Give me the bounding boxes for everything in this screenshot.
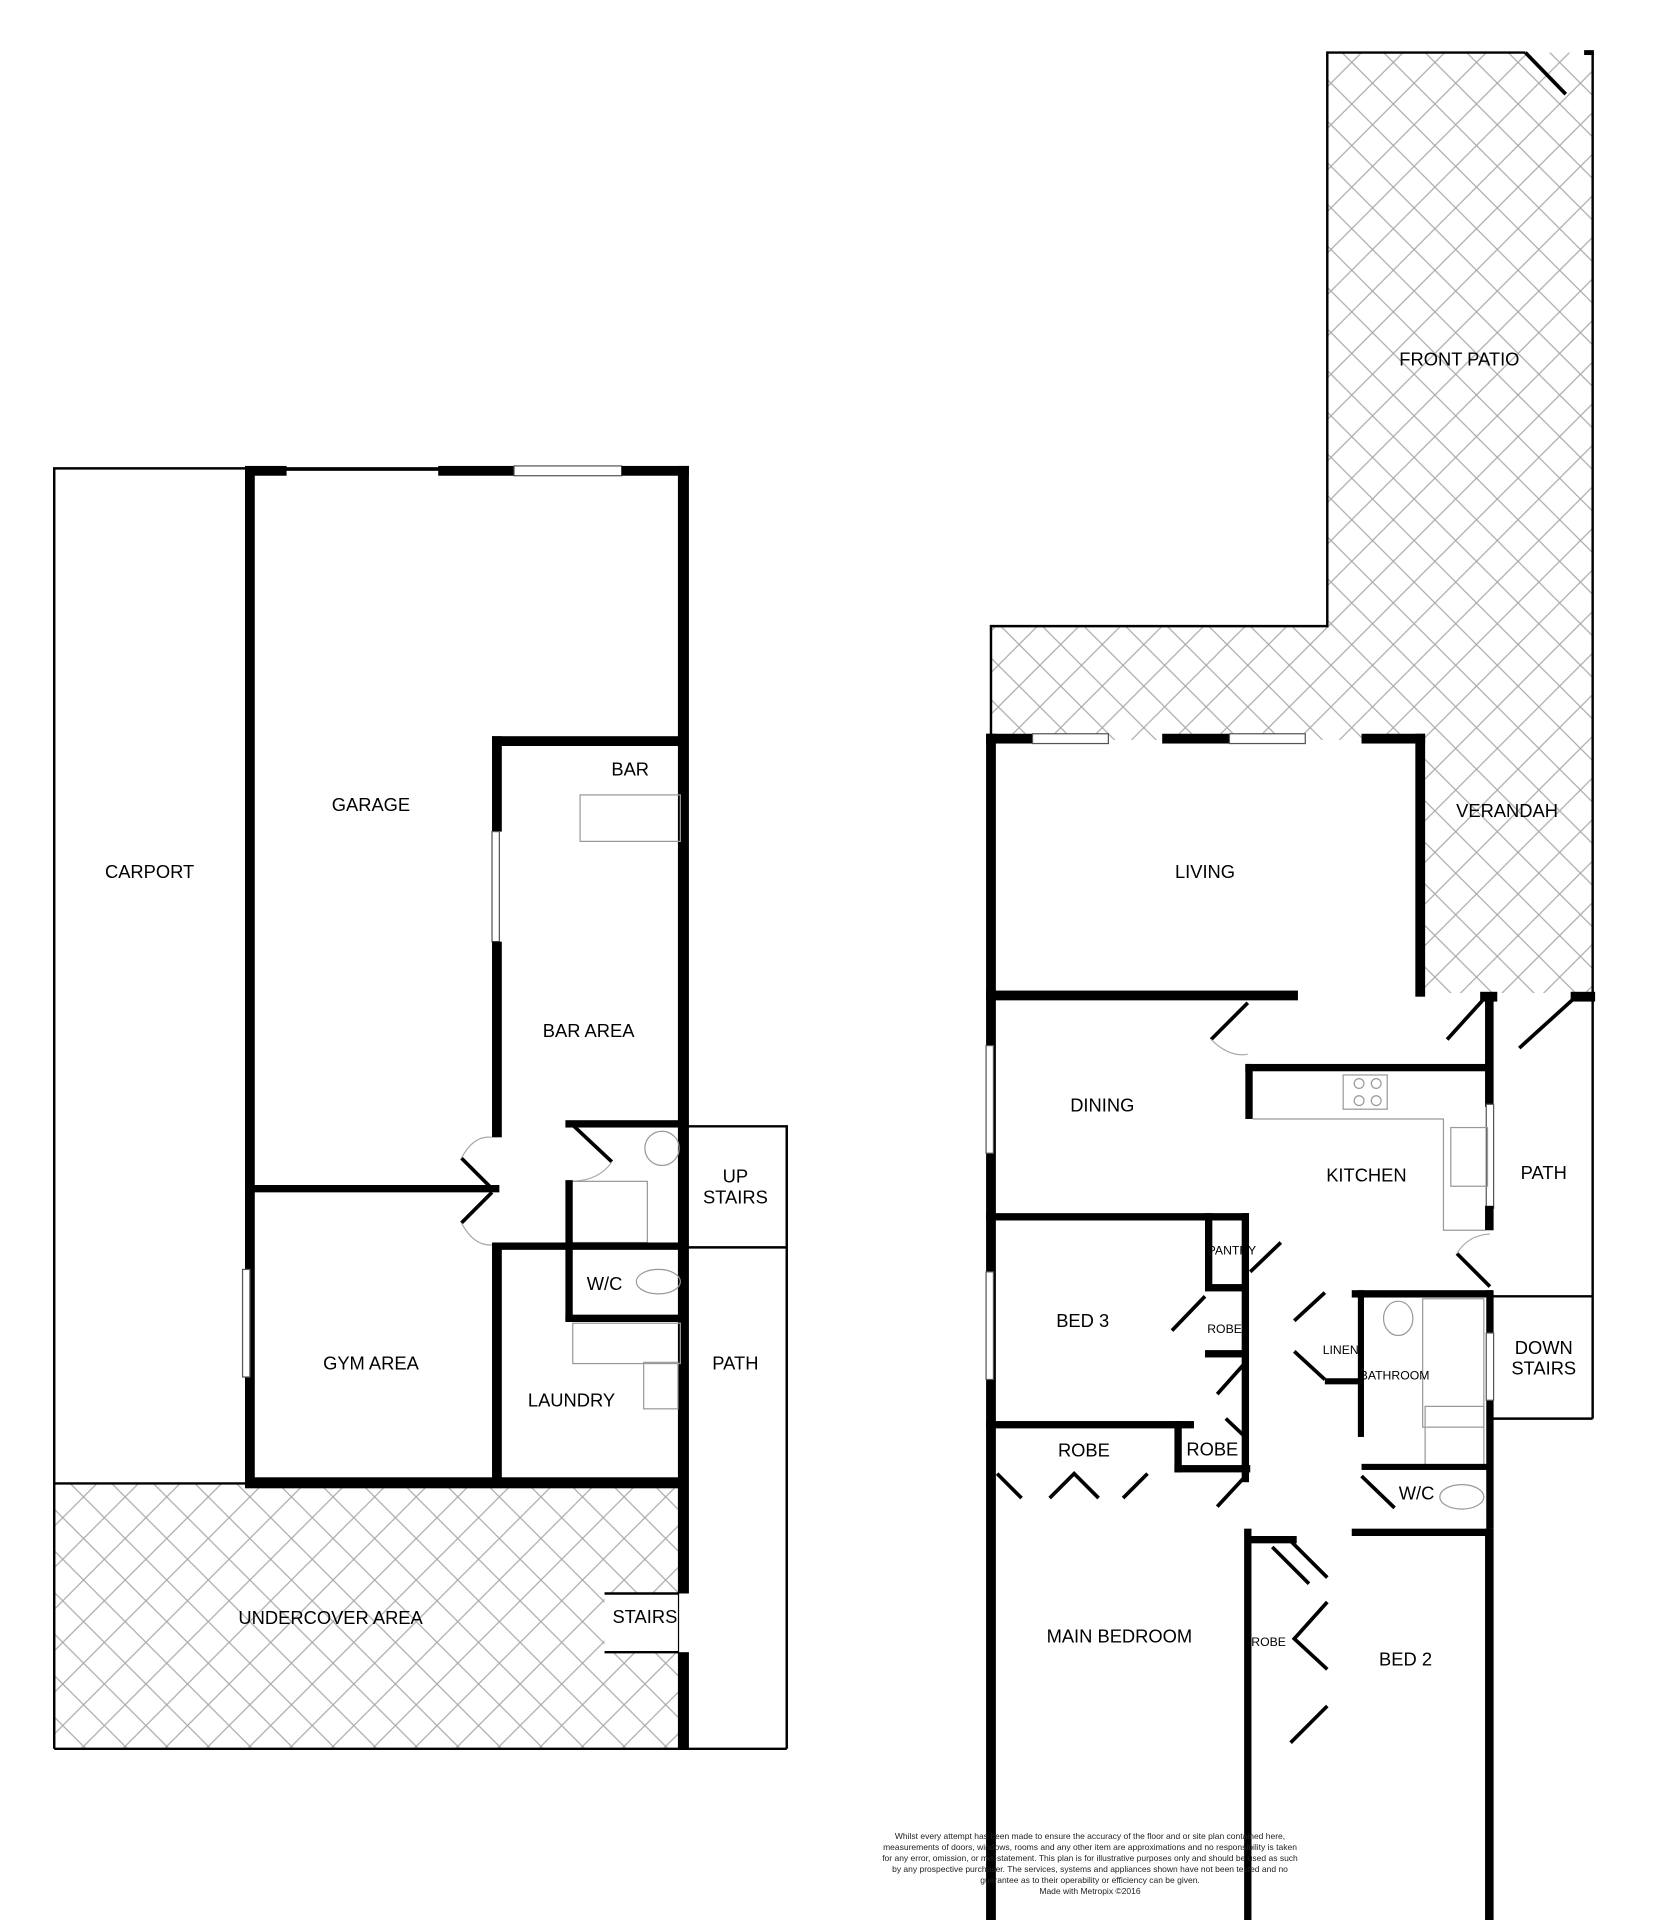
label-undercover-area: UNDERCOVER AREA <box>238 1607 423 1628</box>
room-labels: CARPORT GARAGE BAR BAR AREA GYM AREA W/C… <box>105 349 1576 1670</box>
label-robe-hall: ROBE <box>1186 1438 1238 1459</box>
label-bar-area: BAR AREA <box>543 1020 635 1041</box>
label-bathroom: BATHROOM <box>1360 1368 1430 1382</box>
label-up-stairs-2: STAIRS <box>703 1186 768 1207</box>
label-laundry: LAUNDRY <box>528 1389 615 1410</box>
label-gym-area: GYM AREA <box>323 1353 420 1374</box>
ground-floor-plan <box>52 465 788 1751</box>
label-garage: GARAGE <box>332 794 410 815</box>
undercover-area-hatch <box>54 1483 683 1749</box>
label-pantry: PANTRY <box>1208 1244 1256 1258</box>
label-path-upper: PATH <box>1521 1162 1567 1183</box>
label-living: LIVING <box>1175 861 1235 882</box>
label-path-ground: PATH <box>712 1353 758 1374</box>
label-robe-bed3: ROBE <box>1207 1322 1242 1336</box>
label-carport: CARPORT <box>105 861 194 882</box>
label-verandah: VERANDAH <box>1456 800 1558 821</box>
label-bar: BAR <box>611 758 649 779</box>
label-dining: DINING <box>1070 1095 1134 1116</box>
metropix-credit: Made with Metropix ©2016 <box>1039 1886 1141 1896</box>
footer-disclaimer-block: Whilst every attempt has been made to en… <box>880 1831 1300 1897</box>
label-robe-main: ROBE <box>1058 1440 1110 1461</box>
label-down-stairs-2: STAIRS <box>1511 1358 1576 1379</box>
front-patio-hatch <box>990 52 1593 994</box>
label-up-stairs-1: UP <box>723 1166 748 1187</box>
label-kitchen: KITCHEN <box>1326 1164 1406 1185</box>
label-robe-bed2: ROBE <box>1251 1635 1286 1649</box>
disclaimer-text: Whilst every attempt has been made to en… <box>882 1831 1298 1885</box>
label-stairs: STAIRS <box>612 1606 677 1627</box>
label-bed3: BED 3 <box>1056 1310 1109 1331</box>
label-front-patio: FRONT PATIO <box>1399 349 1519 370</box>
label-wc-upper: W/C <box>1399 1482 1435 1503</box>
upper-floor-plan <box>985 50 1596 1920</box>
label-main-bedroom: MAIN BEDROOM <box>1047 1625 1193 1646</box>
label-down-stairs-1: DOWN <box>1515 1337 1573 1358</box>
label-linen: LINEN <box>1323 1343 1359 1357</box>
label-wc-ground: W/C <box>587 1273 623 1294</box>
label-bed2: BED 2 <box>1379 1649 1432 1670</box>
